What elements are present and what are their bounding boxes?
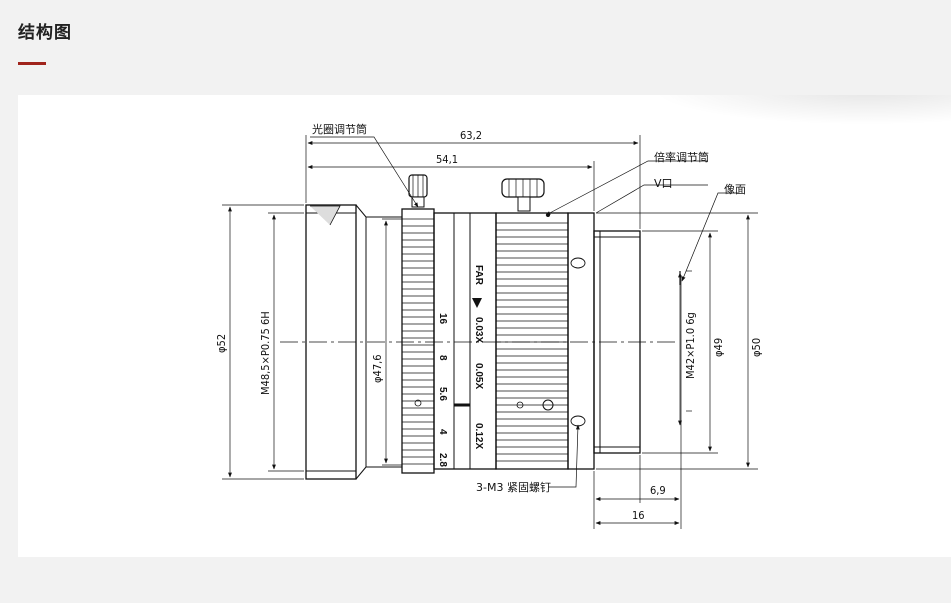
dim-phi-47-6: φ47,6 xyxy=(371,354,384,383)
title-underline xyxy=(18,62,46,65)
callout-v-groove: V口 xyxy=(654,177,673,190)
dim-63-2: 63,2 xyxy=(460,129,482,142)
callout-screws: 3-M3 紧固螺钉 xyxy=(476,481,551,494)
fstop-8: 8 xyxy=(437,355,448,361)
dimension-flange xyxy=(593,275,682,529)
scale-markings: FAR 0.03X 0.05X 0.12X 16 8 5.6 4 2.8 xyxy=(437,265,484,467)
far-mark: FAR xyxy=(473,265,484,286)
callout-image-plane: 像面 xyxy=(724,183,746,196)
callout-mag-ring: 倍率调节筒 xyxy=(654,150,709,164)
fstop-16: 16 xyxy=(437,313,448,325)
far-arrow-icon xyxy=(472,298,482,308)
dim-phi-49: φ49 xyxy=(712,338,725,357)
iris-ring xyxy=(401,174,435,474)
fstop-2-8: 2.8 xyxy=(437,453,448,467)
magnification-ring xyxy=(495,178,569,470)
dimension-thread-mount xyxy=(678,270,692,426)
structure-drawing-panel: FAR 0.03X 0.05X 0.12X 16 8 5.6 4 2.8 63,… xyxy=(18,95,951,557)
callout-iris-ring: 光圈调节筒 xyxy=(312,122,367,136)
mag-mark-1: 0.03X xyxy=(473,317,484,343)
dimension-dia-rear xyxy=(596,212,758,470)
dimension-dia-outer xyxy=(222,204,304,480)
dim-thread-m48: M48,5×P0.75 6H xyxy=(259,311,272,395)
dimension-dia-mount xyxy=(642,230,718,454)
dimension-thread-front xyxy=(268,212,304,472)
fstop-5-6: 5.6 xyxy=(437,387,448,401)
dim-54-1: 54,1 xyxy=(436,153,458,166)
dim-6-9: 6,9 xyxy=(650,484,666,497)
callout-leaders xyxy=(310,136,738,488)
dim-phi-50: φ50 xyxy=(750,338,763,357)
dim-phi-52: φ52 xyxy=(215,334,228,353)
mag-mark-2: 0.05X xyxy=(473,363,484,389)
page-title: 结构图 xyxy=(18,23,72,43)
dim-thread-m42: M42×P1.0 6g xyxy=(684,312,697,379)
fstop-4: 4 xyxy=(437,429,448,435)
dimension-length-body xyxy=(307,161,595,211)
front-barrel xyxy=(305,204,403,480)
mag-mark-3: 0.12X xyxy=(473,423,484,449)
dim-16: 16 xyxy=(632,509,645,522)
lens-structure-drawing: FAR 0.03X 0.05X 0.12X 16 8 5.6 4 2.8 63,… xyxy=(215,122,763,529)
rear-body xyxy=(567,212,641,470)
dimension-dia-barrel xyxy=(382,218,402,466)
